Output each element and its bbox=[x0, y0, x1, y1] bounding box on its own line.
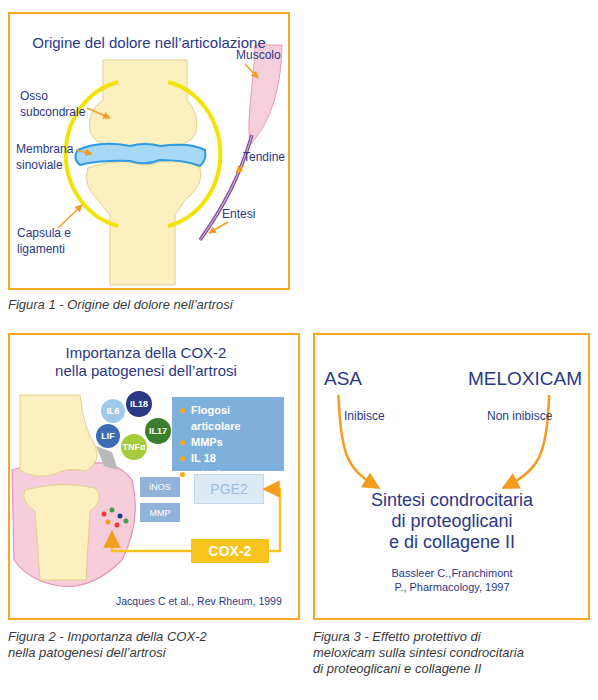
part-label: Capsula e ligamenti bbox=[17, 225, 87, 257]
outcome-text-text: Sintesi condrocitaria di proteoglicani e… bbox=[367, 490, 537, 553]
capsule-left bbox=[66, 82, 118, 226]
cytokine-circle: LIF bbox=[96, 424, 120, 448]
part-label: Muscolo bbox=[236, 47, 290, 63]
mediator-box: PGE2 bbox=[194, 474, 264, 504]
leader-arrow bbox=[245, 64, 258, 78]
connector-arrow bbox=[338, 395, 379, 488]
femur bbox=[20, 395, 97, 476]
part-label: Osso subcondrale bbox=[20, 88, 92, 120]
soft-tissue bbox=[12, 463, 135, 587]
enzyme-box-text: MMP bbox=[150, 508, 171, 518]
mediator-dot bbox=[118, 514, 123, 519]
citation: Bassleer C.,Franchimont P., Pharmacology… bbox=[372, 566, 532, 594]
figure-caption: Figura 1 - Origine del dolore nell’artro… bbox=[8, 297, 308, 313]
cytokine-circle: IL18 bbox=[126, 391, 152, 417]
part-label: Entesi bbox=[222, 206, 266, 222]
circle-shape bbox=[121, 434, 147, 460]
list-item: MMPs bbox=[178, 434, 280, 450]
enzyme-box-text: iNOS bbox=[149, 482, 171, 492]
figure-caption: Figura 2 - Importanza della COX-2 nella … bbox=[8, 629, 220, 661]
circle-shape bbox=[101, 399, 125, 423]
feedback-arrow bbox=[112, 532, 191, 551]
figure-title: Importanza della COX-2 nella patogenesi … bbox=[51, 344, 241, 380]
drug-name: ASA bbox=[324, 368, 372, 392]
cytokine-circle: TNFα bbox=[121, 434, 147, 460]
connector-arrow bbox=[503, 395, 549, 488]
capsule-right bbox=[168, 82, 220, 226]
drug-name: MELOXICAM bbox=[468, 368, 584, 392]
list-item: IL 18 bbox=[178, 450, 280, 466]
mediator-box-text: PGE2 bbox=[210, 481, 247, 497]
cytokine-name: IL18 bbox=[130, 399, 148, 409]
figure-caption: Figura 3 - Effetto protettivo di meloxic… bbox=[313, 629, 529, 677]
mediator-dot bbox=[102, 512, 107, 517]
leader-arrow bbox=[58, 205, 82, 228]
enzyme-box: iNOS bbox=[140, 477, 180, 497]
leader-arrow bbox=[236, 165, 244, 173]
circle-shape bbox=[145, 418, 171, 444]
figure-frame: Bassleer C.,Franchimont P., Pharmacology… bbox=[313, 333, 590, 620]
cytokine-circle: IL6 bbox=[101, 399, 125, 423]
figure-frame: Importanza della COX-2 nella patogenesi … bbox=[8, 333, 300, 620]
cytokine-name: IL17 bbox=[149, 426, 167, 436]
mediator-dot bbox=[124, 519, 129, 524]
edge-label: Non inibisce bbox=[487, 409, 552, 423]
cytokine-name: IL6 bbox=[106, 406, 119, 416]
drug-name-text: ASA bbox=[324, 368, 372, 390]
cytokine-name: TNFα bbox=[122, 442, 145, 452]
circle-shape bbox=[126, 391, 152, 417]
effects-list-box: Flogosi articolareMMPsIL 18o tosi bbox=[172, 397, 284, 471]
tibia bbox=[24, 484, 100, 580]
leader-arrow bbox=[76, 150, 92, 154]
upper-bone bbox=[89, 60, 197, 147]
part-label: Membrana sinoviale bbox=[16, 141, 88, 173]
drug-name-text: MELOXICAM bbox=[468, 368, 584, 390]
mediator-dot bbox=[115, 523, 120, 528]
lower-bone bbox=[86, 161, 201, 285]
cytokine-name: LIF bbox=[101, 431, 115, 441]
synovial-membrane bbox=[75, 144, 205, 166]
mediator-dot bbox=[106, 520, 111, 525]
cytokine-circle: IL17 bbox=[145, 418, 171, 444]
leader-arrow bbox=[209, 222, 228, 233]
enzyme-box: COX-2 bbox=[191, 539, 269, 563]
connector-arrow bbox=[264, 489, 280, 551]
leader-arrow bbox=[87, 108, 110, 118]
enzyme-box-text: COX-2 bbox=[209, 543, 252, 559]
patella-shadow bbox=[96, 446, 118, 470]
circle-shape bbox=[96, 424, 120, 448]
mediator-dot bbox=[110, 508, 115, 513]
list-item: Flogosi articolare bbox=[178, 402, 280, 434]
citation: Jacques C et al., Rev Rheum, 1999 bbox=[116, 595, 300, 607]
enzyme-box: MMP bbox=[140, 503, 180, 522]
outcome-text: Sintesi condrocitaria di proteoglicani e… bbox=[367, 490, 537, 556]
edge-label: Inibisce bbox=[344, 409, 385, 423]
part-label: Tendine bbox=[243, 149, 291, 165]
